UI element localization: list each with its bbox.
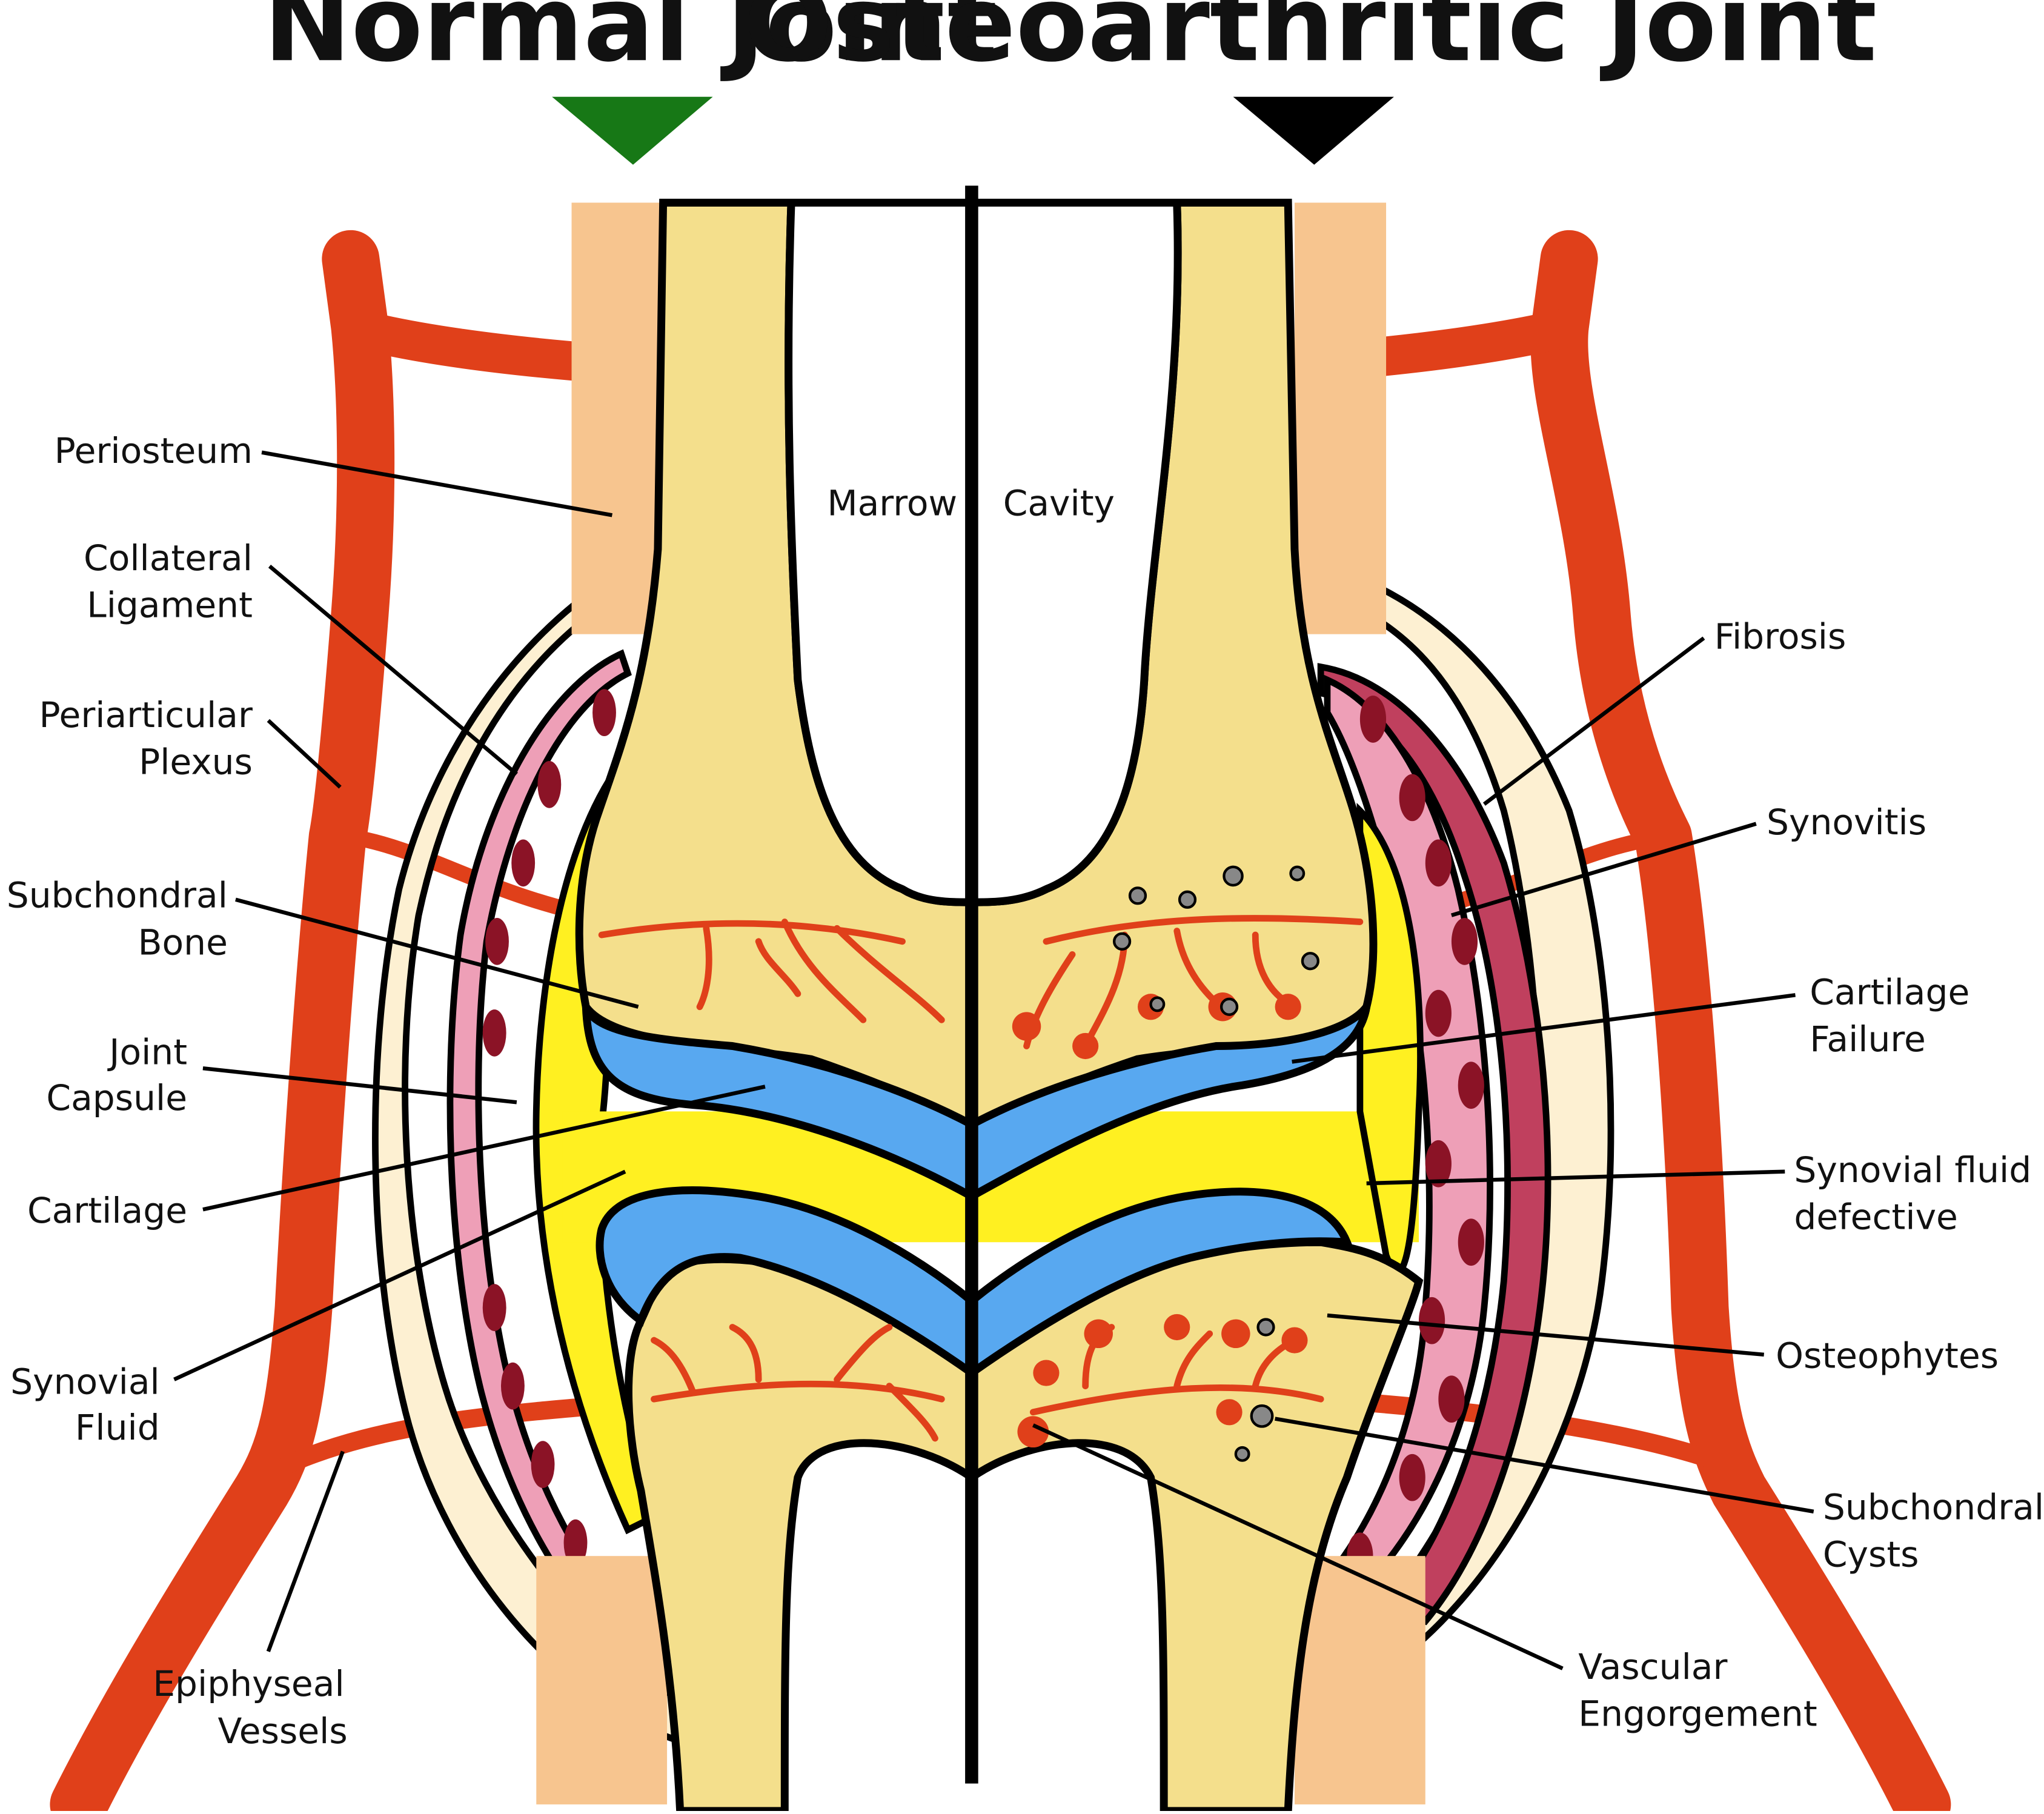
label-synovial-defective-2: defective: [1794, 1197, 1958, 1238]
label-periarticular-1: Periarticular: [39, 694, 253, 736]
label-cartilage-failure-1: Cartilage: [1810, 971, 1969, 1012]
label-synovial-fluid-2: Fluid: [75, 1407, 160, 1448]
label-subchondral-cysts-2: Cysts: [1823, 1533, 1919, 1575]
label-joint-capsule-2: Capsule: [46, 1077, 187, 1118]
label-vascular-2: Engorgement: [1578, 1693, 1817, 1735]
label-epiphyseal-2: Vessels: [217, 1710, 347, 1752]
label-cartilage-failure-2: Failure: [1810, 1018, 1926, 1060]
label-subchondral-bone-1: Subchondral: [7, 875, 228, 916]
label-cavity: Cavity: [1003, 482, 1115, 523]
label-periosteum: Periosteum: [55, 430, 253, 471]
normal-lower-periosteum: [536, 1556, 667, 1804]
normal-upper-periosteum: [572, 203, 663, 634]
label-cartilage: Cartilage: [27, 1190, 187, 1231]
label-periarticular-2: Plexus: [139, 742, 253, 783]
label-epiphyseal-1: Epiphyseal: [153, 1663, 344, 1704]
label-vascular-1: Vascular: [1578, 1646, 1727, 1687]
oa-joint-arrow: [1233, 97, 1394, 165]
label-collateral-1: Collateral: [84, 537, 253, 579]
label-synovitis: Synovitis: [1767, 802, 1926, 843]
center-divider: [965, 185, 978, 1783]
label-marrow: Marrow: [827, 482, 957, 523]
label-subchondral-cysts-1: Subchondral: [1823, 1487, 2044, 1528]
marrow-cavity: [789, 203, 1178, 903]
label-collateral-2: Ligament: [87, 585, 253, 626]
label-osteophytes: Osteophytes: [1776, 1335, 1999, 1376]
label-synovial-defective-1: Synovial fluid: [1794, 1149, 2031, 1191]
oa-upper-periosteum: [1295, 203, 1386, 634]
label-subchondral-bone-2: Bone: [138, 922, 228, 963]
normal-joint-arrow: [552, 97, 712, 165]
label-fibrosis: Fibrosis: [1714, 616, 1847, 657]
oa-joint-title: Osteoarthritic Joint: [744, 0, 1877, 85]
label-synovial-fluid-1: Synovial: [10, 1361, 160, 1403]
label-joint-capsule-1: Joint: [107, 1032, 187, 1073]
